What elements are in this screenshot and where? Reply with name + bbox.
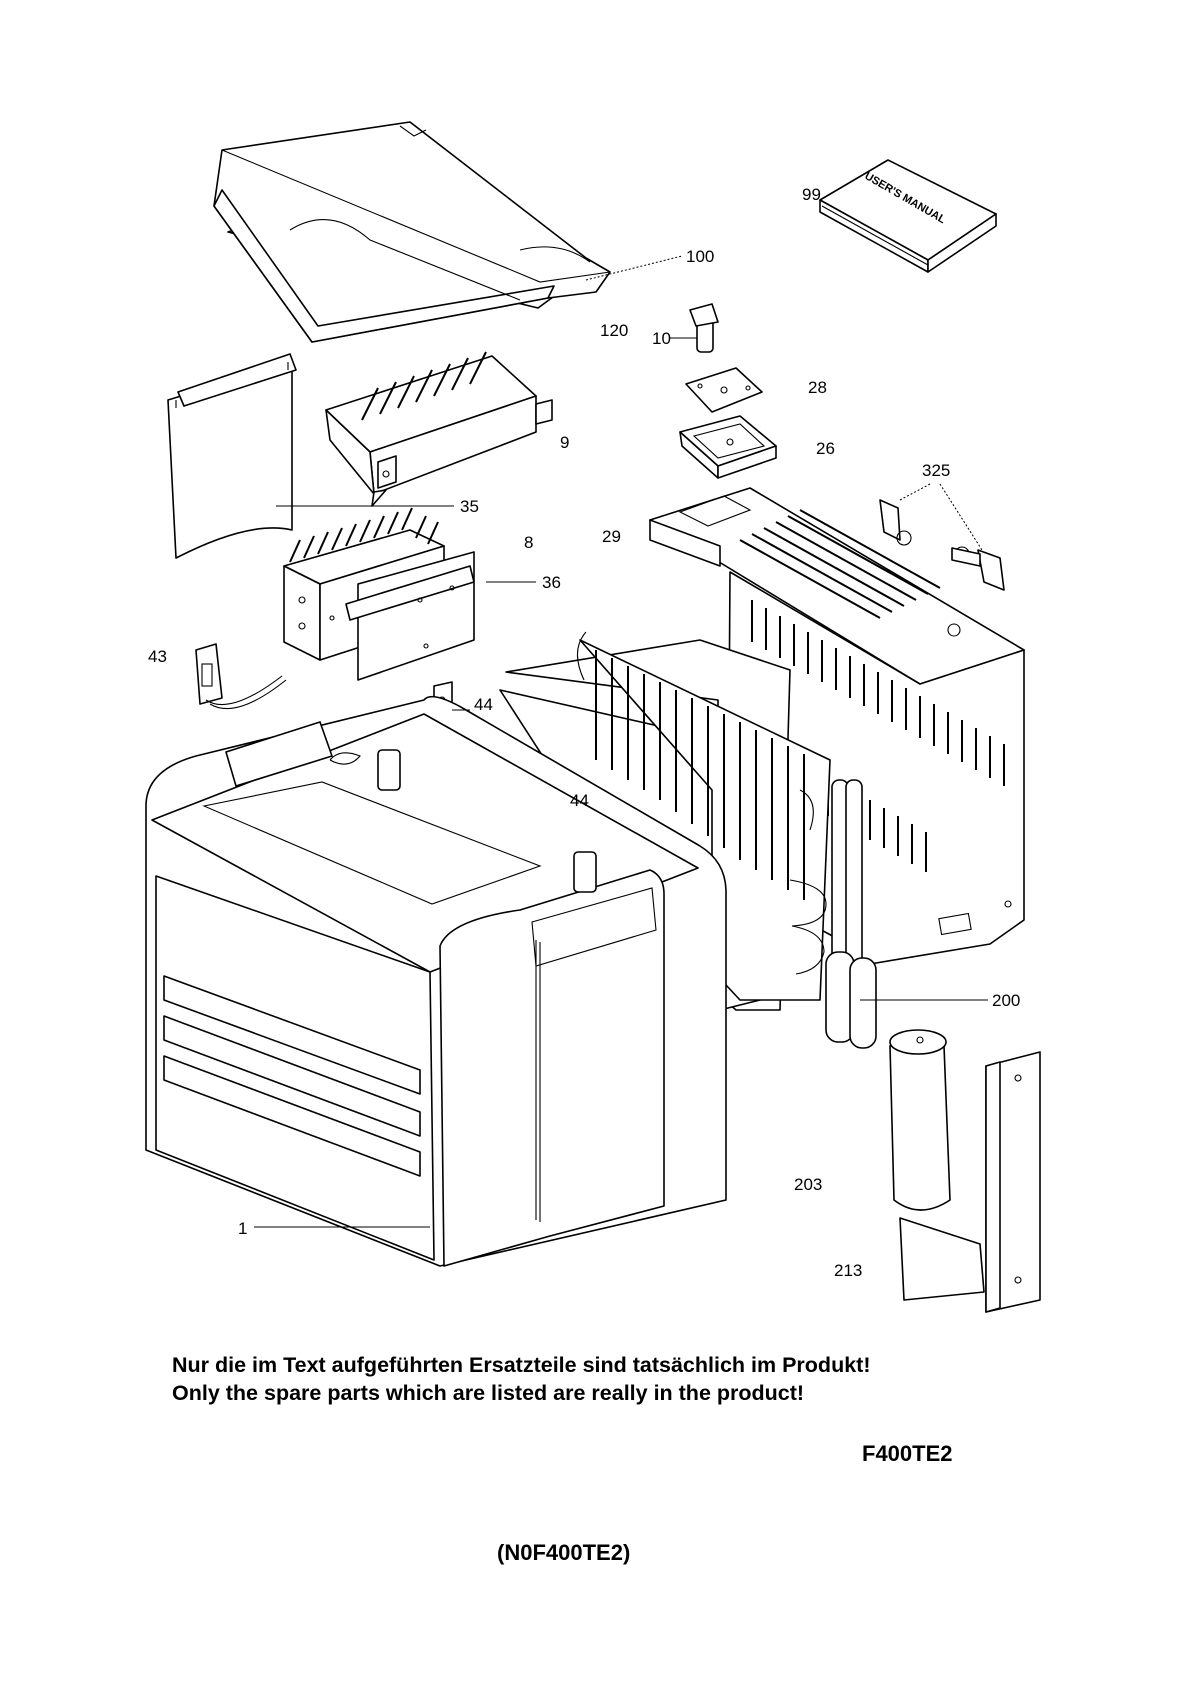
part-gasket — [685, 367, 763, 413]
note-german: Nur die im Text aufgeführten Ersatzteile… — [172, 1353, 871, 1377]
callout-100: 100 — [686, 247, 714, 266]
leader-lines — [254, 255, 988, 1228]
part-vent-cover — [325, 351, 553, 507]
part-plug — [689, 303, 719, 353]
note-english: Only the spare parts which are listed ar… — [172, 1381, 805, 1405]
part-number: (N0F400TE2) — [497, 1540, 631, 1565]
callout-9: 9 — [560, 433, 569, 452]
callout-44-lower: 44 — [570, 791, 589, 810]
part-bracket — [345, 551, 475, 681]
part-cylinder — [889, 1029, 951, 1211]
callout-325: 325 — [922, 461, 950, 480]
part-users-manual: USER'S MANUAL — [819, 159, 997, 273]
part-tray — [679, 415, 777, 479]
model-code: F400TE2 — [862, 1441, 953, 1466]
callout-labels: 99 100 120 10 28 26 9 325 35 8 29 36 43 … — [148, 185, 1020, 1280]
callout-35: 35 — [460, 497, 479, 516]
callout-10: 10 — [652, 329, 671, 348]
part-plate — [167, 353, 297, 559]
callout-26: 26 — [816, 439, 835, 458]
callout-44-upper: 44 — [474, 695, 493, 714]
part-cabinet — [145, 695, 727, 1267]
callout-200: 200 — [992, 991, 1020, 1010]
callout-203: 203 — [794, 1175, 822, 1194]
callout-29: 29 — [602, 527, 621, 546]
part-switch — [195, 643, 287, 710]
callout-43: 43 — [148, 647, 167, 666]
part-lid — [213, 121, 611, 343]
part-mounting-rail — [899, 1051, 1041, 1313]
callout-36: 36 — [542, 573, 561, 592]
callout-28: 28 — [808, 378, 827, 397]
callout-8: 8 — [524, 533, 533, 552]
callout-99: 99 — [802, 185, 821, 204]
callout-213: 213 — [834, 1261, 862, 1280]
callout-1: 1 — [238, 1219, 247, 1238]
callout-120: 120 — [600, 321, 628, 340]
part-hinges — [879, 499, 1005, 591]
